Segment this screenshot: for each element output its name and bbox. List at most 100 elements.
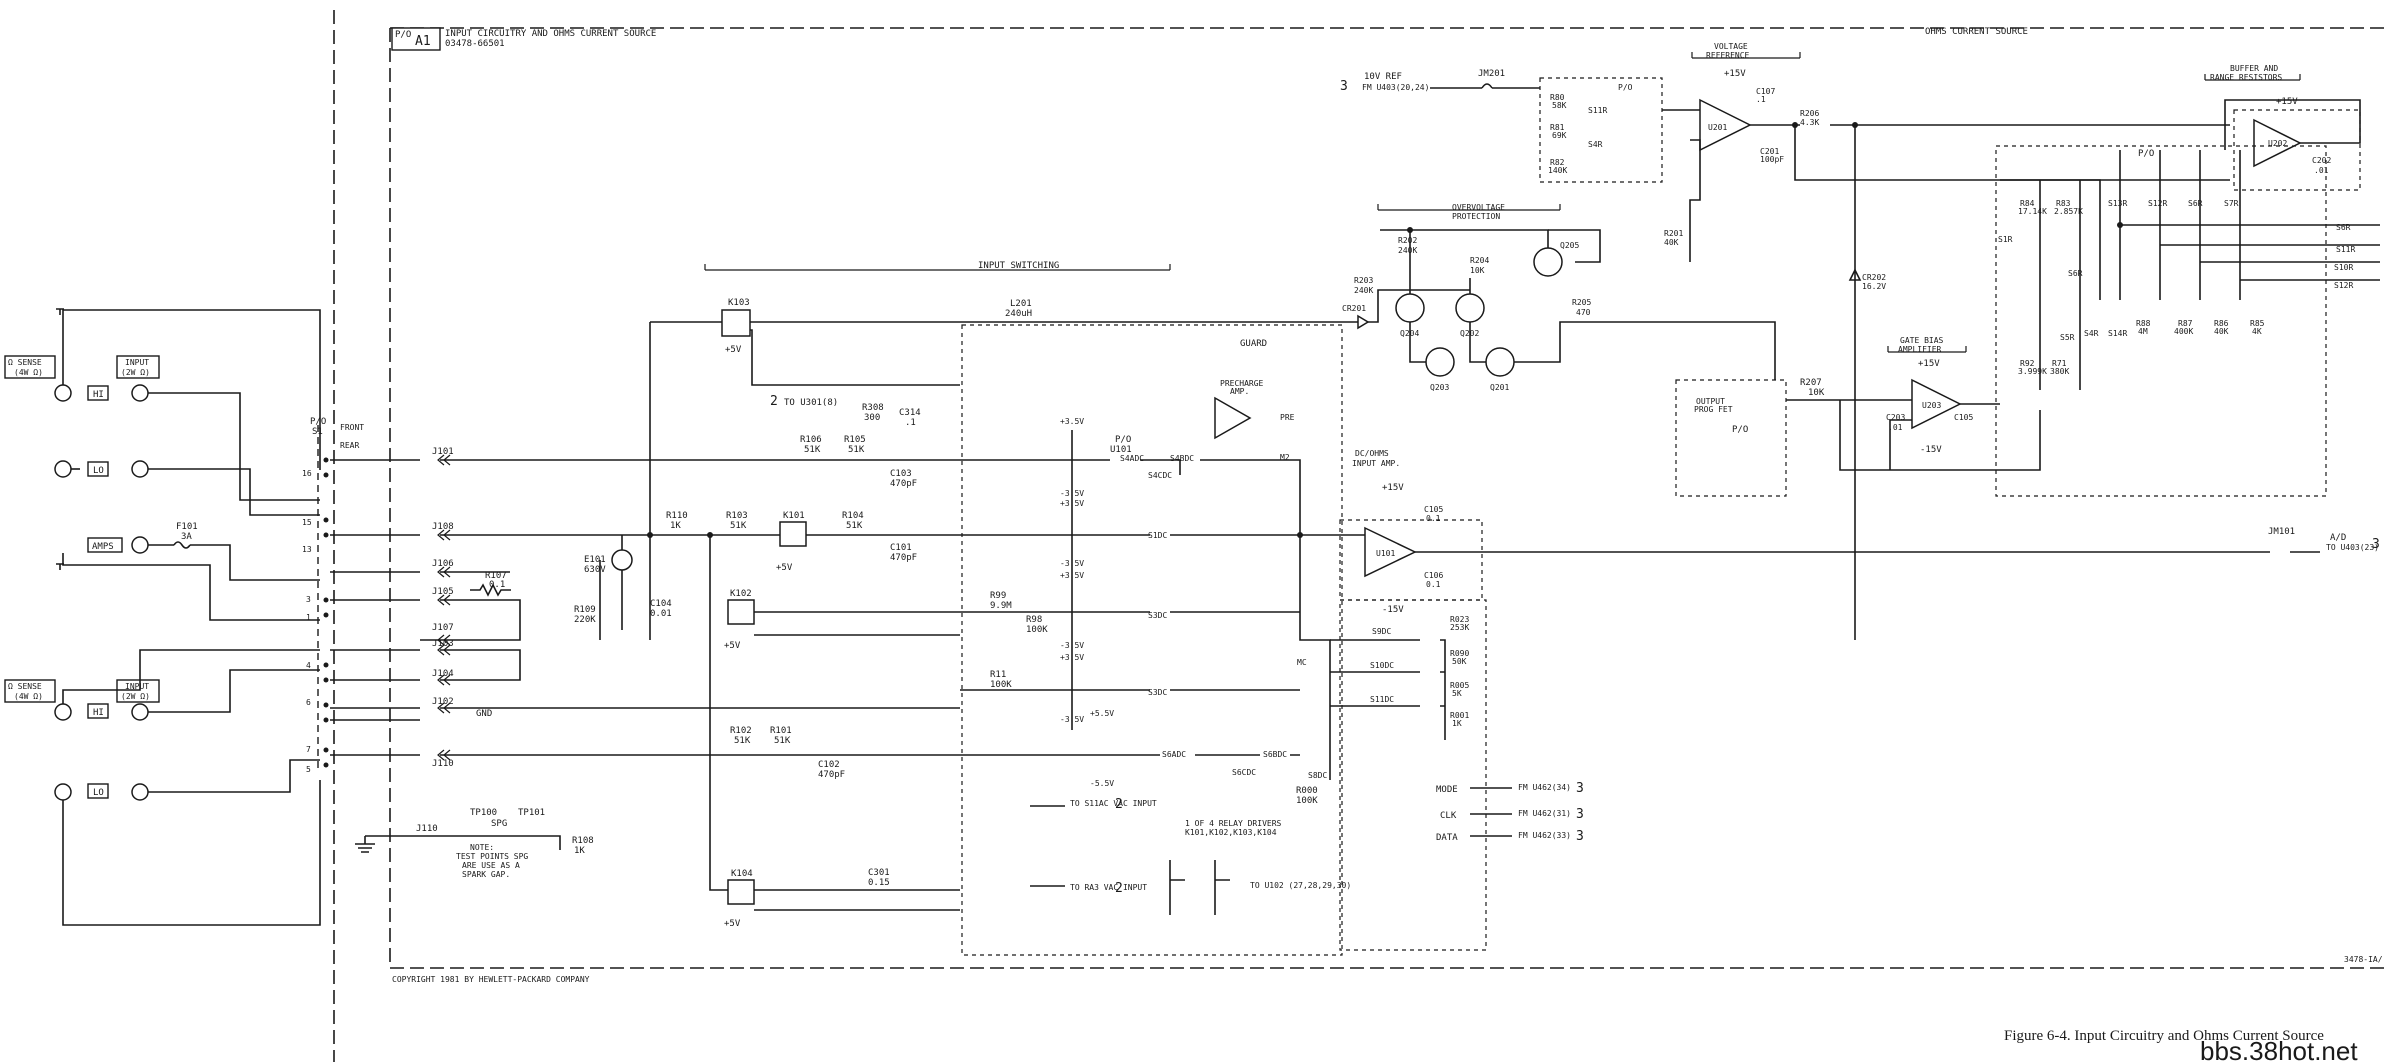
buffer-title: BUFFER AND — [2230, 64, 2278, 73]
pin-1: 1 — [306, 613, 311, 622]
overvoltage-protection: OVERVOLTAGE PROTECTION CR201 R202 240K R… — [1330, 203, 1776, 392]
offsheet-3a: FM U403(20,24) — [1362, 83, 1429, 92]
front-panel: Ω SENSE (4W Ω) INPUT (2W Ω) HI LO AMPS Ω… — [4, 308, 321, 926]
r107-val: 0.1 — [489, 580, 505, 590]
hi-rear-label: HI — [93, 708, 104, 718]
u202-supply: +15V — [2276, 97, 2298, 107]
header-block: P/O A1 INPUT CIRCUITRY AND OHMS CURRENT … — [391, 27, 2028, 51]
offsheet-2c-id: 2 — [1115, 881, 1123, 896]
e101-ref: E101 — [584, 555, 606, 565]
sw-s1r-ref: S4R — [1588, 140, 1603, 149]
voltage-reference: 3 10V REF FM U403(20,24) JM201 R80 58K R… — [1340, 42, 2230, 640]
r102-ref: R102 — [730, 726, 752, 736]
sw-s6adc: S6ADC — [1162, 750, 1186, 759]
hi-label-box — [87, 385, 109, 401]
r84-val: 17.14K — [2018, 207, 2047, 216]
sw-s14r: S14R — [2108, 329, 2127, 338]
z-minus35-a: -3.5V — [1060, 489, 1084, 498]
l201-ref: L201 — [1010, 299, 1032, 309]
gate-bias-amplifier: GATE BIAS AMPLIFIER U203 +15V -15V C203 … — [1675, 336, 2041, 497]
c101-val: 470pF — [890, 553, 917, 563]
offsheet-3b: TO U403(23) — [2326, 543, 2379, 552]
range-p0: P/O — [2138, 149, 2154, 159]
r102-val: 51K — [734, 736, 751, 746]
u101-opamp — [1364, 526, 1417, 578]
spg-label: SPG — [491, 819, 507, 829]
board-id: A1 — [415, 34, 431, 49]
jm101-label: JM101 — [2268, 527, 2295, 537]
r106-ref: R106 — [800, 435, 822, 445]
sw-s4cdc: S4CDC — [1148, 471, 1172, 480]
c104-val: 0.01 — [650, 609, 672, 619]
board-title: INPUT CIRCUITRY AND OHMS CURRENT SOURCE — [445, 29, 656, 39]
offsheet-clk: FM U462(31) — [1518, 809, 1571, 818]
input-sub: (2W Ω) — [121, 368, 150, 377]
r000-ref: R000 — [1296, 786, 1318, 796]
c203-ref: C203 — [1886, 413, 1905, 422]
output-fet-p0: P/O — [1732, 425, 1748, 435]
input-lo-terminal — [131, 460, 149, 478]
k101-label: K101 — [783, 511, 805, 521]
gate-bias-title: GATE BIAS — [1900, 336, 1944, 345]
sw-s2r: S1R — [1998, 235, 2013, 244]
sense-hi-rear-terminal — [54, 703, 72, 721]
offsheet-3b-id: 3 — [2372, 537, 2380, 552]
note-0: NOTE: — [470, 843, 494, 852]
dc-ohms-input-amp: DC/OHMS INPUT AMP. U101 +15V -15V C105 0… — [1300, 449, 2380, 951]
r99-ref: R99 — [990, 591, 1006, 601]
offsheet-mode: FM U462(34) — [1518, 783, 1571, 792]
output-fet-box — [1675, 379, 1787, 497]
r88-ref: R88 — [2136, 319, 2151, 328]
switch-ref: S1 — [312, 427, 323, 437]
precharge-title-2: AMP. — [1230, 387, 1249, 396]
sw-m2: MC — [1297, 658, 1307, 667]
sw-s7r: S7R — [2224, 199, 2239, 208]
e101-val: 630V — [584, 565, 606, 575]
r109-ref: R109 — [574, 605, 596, 615]
z-plus35-b: +3.5V — [1060, 499, 1084, 508]
k104-supply: +5V — [724, 919, 741, 929]
offsheet-mode-id: 3 — [1576, 781, 1584, 796]
j110-label: J110 — [416, 824, 438, 834]
sw-out-s6r: S6R — [2336, 223, 2351, 232]
r85-ref: R85 — [2250, 319, 2265, 328]
u102-box — [961, 324, 1343, 956]
k103-label: K103 — [728, 298, 750, 308]
relay-driver-title: 1 OF 4 RELAY DRIVERS — [1185, 819, 1282, 828]
input-rear-label: INPUT — [125, 682, 149, 691]
c102-ref: C102 — [818, 760, 840, 770]
offsheet-2a: TO U301(8) — [784, 398, 838, 408]
sw-out-s12r: S12R — [2334, 281, 2353, 290]
cr201-ref: CR201 — [1342, 304, 1366, 313]
range-resistor-box — [1995, 145, 2327, 497]
pin-5: 5 — [306, 765, 311, 774]
z-minus35-c: -3.5V — [1060, 641, 1084, 650]
r98-ref: R98 — [1026, 615, 1042, 625]
part-number: 03478-66501 — [445, 39, 505, 49]
pin-3: 3 — [306, 595, 311, 604]
r71-ref: R71 — [2052, 359, 2067, 368]
r001-ref: R001 — [1450, 711, 1469, 720]
switch-rear: REAR — [340, 441, 359, 450]
lo-label: LO — [93, 466, 104, 476]
tp100-label: TP100 — [470, 808, 497, 818]
r204-val: 10K — [1470, 266, 1485, 275]
sw-s3r: S4R — [2084, 329, 2099, 338]
sheet-code: 3478-IA/ — [2344, 955, 2383, 964]
r71-val: 380K — [2050, 367, 2069, 376]
tp101-label: TP101 — [518, 808, 545, 818]
sense-lo-rear-terminal — [54, 783, 72, 801]
r090-val: 50K — [1452, 657, 1467, 666]
r105-val: 51K — [848, 445, 865, 455]
r88-val: 4M — [2138, 327, 2148, 336]
r023-val: 253K — [1450, 623, 1469, 632]
q203-transistor — [1425, 347, 1455, 377]
dcohms-title: DC/OHMS — [1355, 449, 1389, 458]
r87-ref: R87 — [2178, 319, 2193, 328]
offsheet-data: FM U462(33) — [1518, 831, 1571, 840]
r001-val: 1K — [1452, 719, 1462, 728]
lo-label-box — [87, 461, 109, 477]
r110-ref: R110 — [666, 511, 688, 521]
c201-ref: C201 — [1760, 147, 1779, 156]
